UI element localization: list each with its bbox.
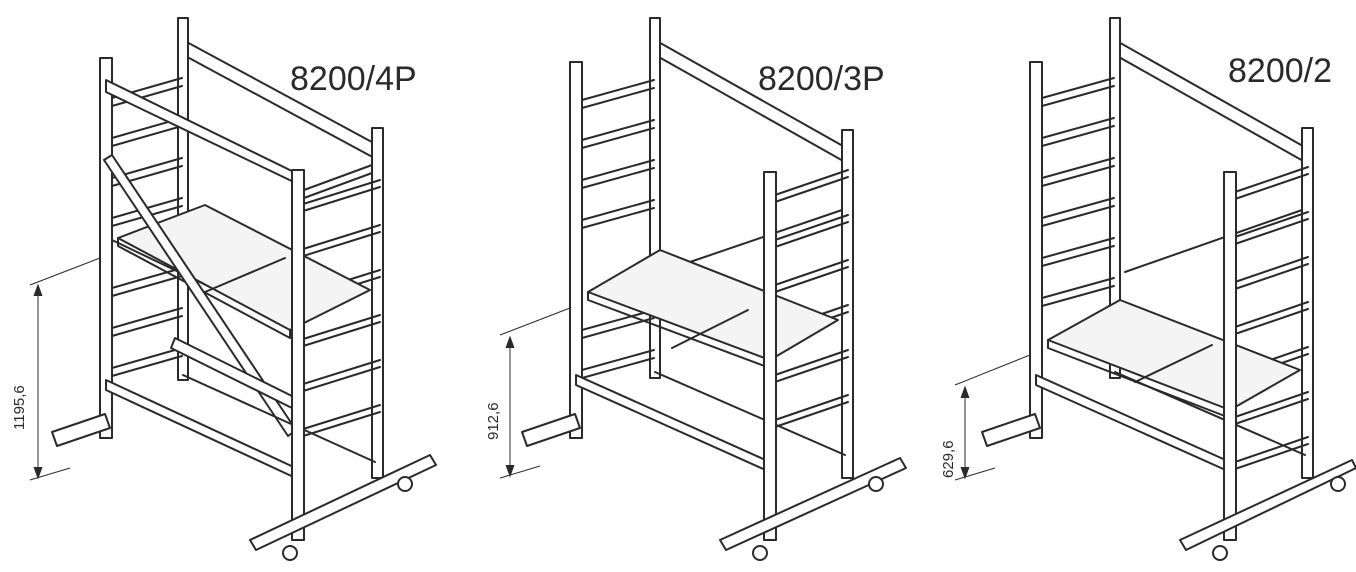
caster-wheel (397, 476, 413, 492)
front-left-post (569, 61, 583, 439)
platform-deck (117, 204, 371, 331)
platform-split (204, 257, 286, 293)
bottom-rail-left (575, 374, 771, 473)
back-top-rail (649, 39, 851, 163)
model-label-8200-2: 8200/2 (1228, 52, 1332, 90)
bottom-rail-back (1114, 371, 1306, 456)
platform-split (671, 309, 749, 349)
height-label-8200-3p: 912,6 (485, 402, 502, 440)
left-frame-rungs (581, 79, 655, 379)
left-frame-rungs (1041, 77, 1115, 307)
rear-right-rungs (774, 169, 849, 428)
cross-brace (1124, 209, 1303, 273)
bottom-rail-back (182, 374, 376, 463)
height-label-8200-4p: 1195,6 (11, 385, 28, 430)
height-dimension-8200-4p (29, 257, 101, 481)
base-bar (1179, 459, 1356, 551)
scaffold-unit-8200-4p (51, 17, 437, 561)
rear-right-post (841, 129, 854, 479)
platform-deck (1047, 299, 1301, 411)
caster-wheel (752, 545, 768, 561)
height-dimension-8200-3p (499, 307, 571, 479)
bottom-rail-back (654, 371, 846, 456)
base-bar (719, 457, 907, 551)
model-label-8200-3p: 8200/3P (758, 60, 885, 98)
height-dimension-8200-2 (954, 354, 1031, 481)
front-right-post (763, 171, 777, 541)
front-right-post (1223, 171, 1237, 541)
model-label-8200-4p: 8200/4P (290, 60, 417, 98)
base-bar (249, 454, 437, 551)
front-right-post (291, 169, 305, 541)
platform-deck (587, 249, 839, 361)
platform-split (1134, 344, 1213, 383)
scaffold-unit-8200-3p (521, 17, 907, 561)
caster-wheel (1330, 476, 1346, 492)
caster-wheel (1212, 545, 1228, 561)
left-foot (51, 413, 111, 447)
left-foot (981, 413, 1041, 447)
height-label-8200-2: 629,6 (940, 440, 957, 478)
front-right-rungs (303, 164, 373, 199)
scaffold-unit-8200-2 (981, 17, 1356, 561)
left-foot (521, 413, 581, 447)
caster-wheel (282, 545, 298, 561)
front-left-post (1029, 61, 1043, 439)
caster-wheel (868, 476, 884, 492)
front-left-post (99, 57, 113, 439)
